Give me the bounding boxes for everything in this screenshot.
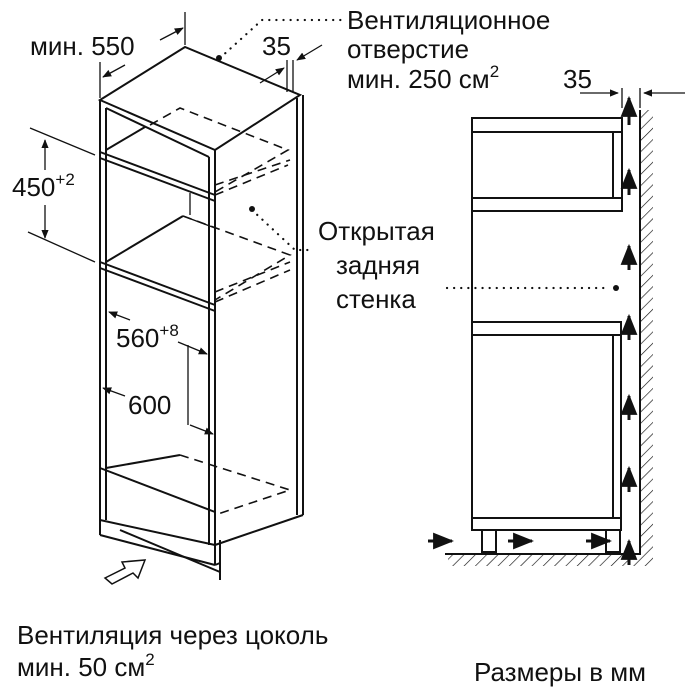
top-gap-label: 35 [262,31,291,61]
cabinet-side-view [428,88,685,566]
niche-height-label: 450+2 [12,170,75,202]
cabinet-width-label: 600 [128,390,171,420]
vent-opening-line3: мин. 250 см2 [347,62,499,94]
side-gap-label: 35 [563,64,592,94]
open-back-line2: задняя [336,250,420,280]
niche-width-label: 560+8 [116,321,179,353]
min-width-label: мин. 550 [30,31,135,61]
open-back-line3: стенка [336,284,416,314]
air-intake-arrow-icon [103,559,147,585]
vent-opening-line2: отверстие [347,34,469,64]
vent-opening-line1: Вентиляционное [347,5,550,35]
cabinet-isometric [27,12,347,585]
plinth-vent-line1: Вентиляция через цоколь [17,620,328,650]
plinth-vent-line2: мин. 50 см2 [17,650,155,682]
units-note: Размеры в мм [474,657,646,687]
open-back-line1: Открытая [318,216,435,246]
